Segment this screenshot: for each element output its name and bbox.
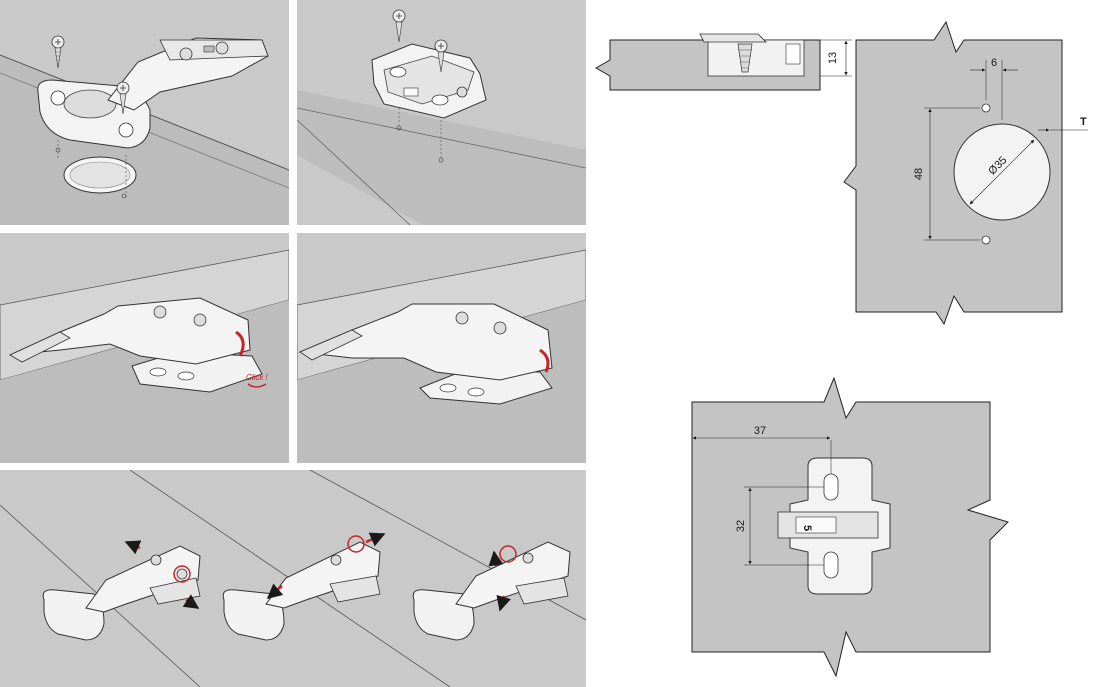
red-arrow-icon xyxy=(365,532,386,547)
thickness-label: 13 xyxy=(827,52,839,64)
step-3-panel: Click ! xyxy=(0,233,289,463)
screw-icon xyxy=(392,9,406,43)
screw-icon xyxy=(737,43,753,73)
hinge-arm xyxy=(9,297,251,365)
step-1-panel xyxy=(0,0,289,225)
mounting-plate-drawing: 5 37 32 xyxy=(691,376,1009,678)
hinge-arm xyxy=(298,303,553,381)
setback-label: 37 xyxy=(754,425,766,437)
step-4-panel xyxy=(297,233,586,463)
edge-section-drawing: 13 xyxy=(594,33,852,91)
plate-marking: 5 xyxy=(801,525,813,531)
clip-arrow-icon xyxy=(235,330,245,357)
adjustment-hinge-depth xyxy=(42,540,201,641)
adjustment-hinge-height xyxy=(412,541,571,641)
screw-icon xyxy=(116,81,130,115)
cabinet-side-board xyxy=(297,90,586,225)
screw-icon xyxy=(434,39,448,73)
red-arrow-icon xyxy=(182,594,200,610)
red-arrow-icon xyxy=(496,594,511,612)
adjustment-screw-icon xyxy=(153,305,167,319)
screw-icon xyxy=(51,35,65,69)
adjustment-screw-icon xyxy=(455,311,469,325)
red-arrow-icon xyxy=(124,540,142,555)
clip-arrow-icon xyxy=(539,348,550,373)
adjustment-hinge-side xyxy=(222,532,386,641)
spacing-label: 32 xyxy=(735,520,747,532)
offset-label: 6 xyxy=(991,57,997,69)
red-arrow-icon xyxy=(488,550,504,567)
red-arrow-icon xyxy=(266,583,284,599)
spacing-label: 48 xyxy=(913,168,925,180)
adjustment-screw-icon xyxy=(179,47,193,61)
cup-boring-drawing: Ø35 6 48 T xyxy=(843,20,1088,326)
step-2-panel xyxy=(297,0,586,225)
click-label: Click ! xyxy=(246,373,269,382)
edge-distance-label: T xyxy=(1080,116,1087,128)
door-panel-view xyxy=(843,20,1063,326)
step-5-panel xyxy=(0,470,586,687)
